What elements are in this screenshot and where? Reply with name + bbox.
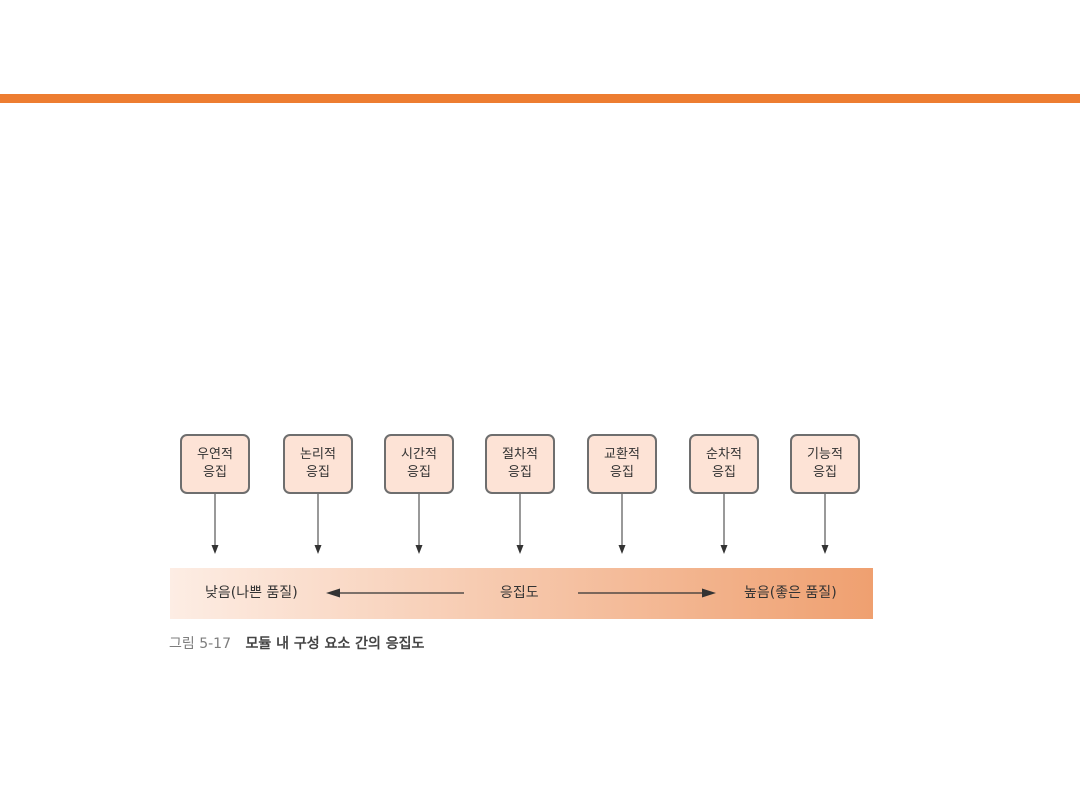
cohesion-box-label: 절차적 <box>502 447 538 462</box>
down-arrow-head <box>211 545 219 554</box>
cohesion-box-logical: 논리적 응집 <box>283 434 353 494</box>
down-arrow-head <box>516 545 524 554</box>
cohesion-scale-bar <box>170 568 873 619</box>
cohesion-box-sublabel: 응집 <box>610 465 634 480</box>
cohesion-box-sublabel: 응집 <box>203 465 227 480</box>
cohesion-box-coincidental: 우연적 응집 <box>180 434 250 494</box>
scale-high-label: 높음(좋은 품질) <box>744 585 837 601</box>
figure-caption: 그림 5-17 모듈 내 구성 요소 간의 응집도 <box>169 634 424 654</box>
cohesion-box-functional: 기능적 응집 <box>790 434 860 494</box>
cohesion-box-communicational: 교환적 응집 <box>587 434 657 494</box>
cohesion-box-sublabel: 응집 <box>306 465 330 480</box>
scale-low-label: 낮음(나쁜 품질) <box>205 585 298 601</box>
figure-number: 그림 5-17 <box>169 636 231 652</box>
cohesion-box-label: 논리적 <box>300 447 336 462</box>
down-arrow-head <box>618 545 626 554</box>
down-arrow-head <box>821 545 829 554</box>
cohesion-box-sublabel: 응집 <box>712 465 736 480</box>
down-arrow-head <box>314 545 322 554</box>
cohesion-box-temporal: 시간적 응집 <box>384 434 454 494</box>
cohesion-box-label: 시간적 <box>401 447 437 462</box>
cohesion-box-sequential: 순차적 응집 <box>689 434 759 494</box>
cohesion-box-label: 교환적 <box>604 447 640 462</box>
accent-rule <box>0 94 1080 103</box>
down-arrow-head <box>720 545 728 554</box>
cohesion-box-sublabel: 응집 <box>508 465 532 480</box>
cohesion-box-label: 기능적 <box>807 447 843 462</box>
cohesion-box-sublabel: 응집 <box>813 465 837 480</box>
scale-right-arrow <box>578 588 716 598</box>
cohesion-box-label: 우연적 <box>197 447 233 462</box>
cohesion-box-label: 순차적 <box>706 447 742 462</box>
cohesion-box-procedural: 절차적 응집 <box>485 434 555 494</box>
down-arrows-group <box>211 494 829 554</box>
scale-left-arrow <box>326 588 464 598</box>
cohesion-box-sublabel: 응집 <box>407 465 431 480</box>
figure-caption-text: 모듈 내 구성 요소 간의 응집도 <box>245 636 425 652</box>
down-arrow-head <box>415 545 423 554</box>
scale-center-label: 응집도 <box>500 585 539 601</box>
